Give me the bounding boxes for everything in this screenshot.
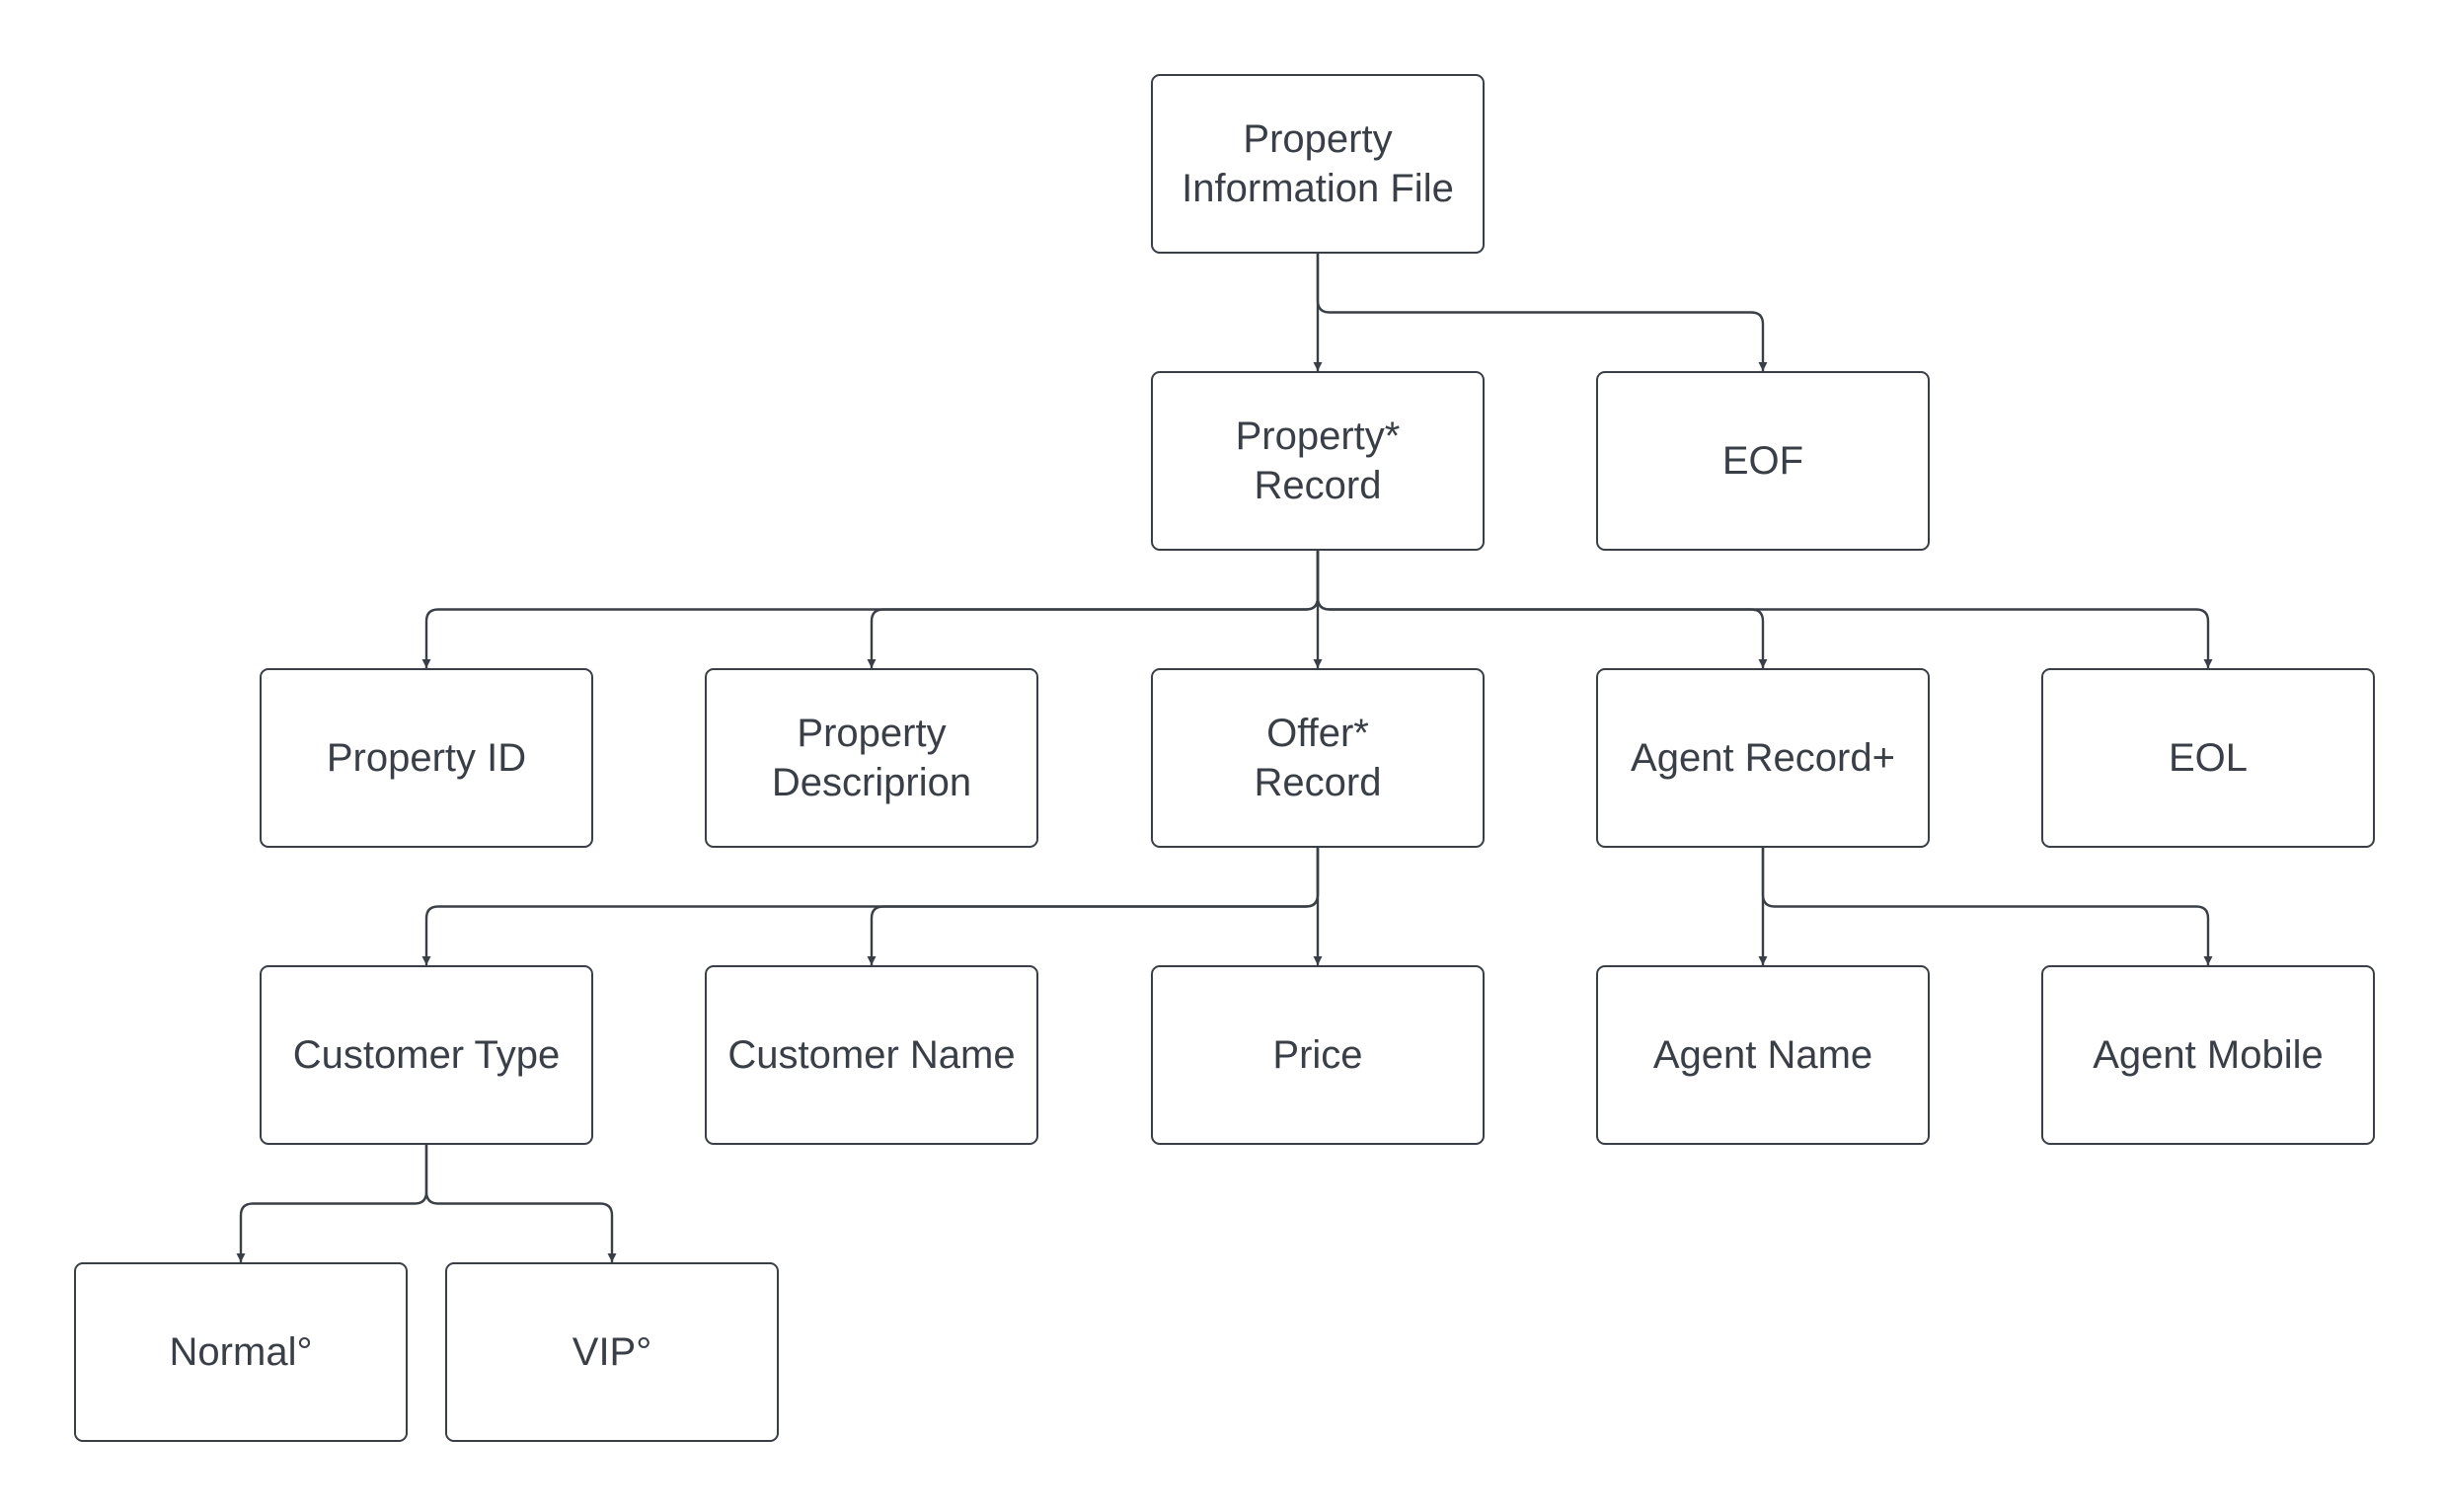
connector-customer-type-to-vip	[424, 1145, 617, 1262]
node-normal[interactable]: Normal°	[74, 1262, 408, 1442]
node-agent-record[interactable]: Agent Record+	[1596, 668, 1930, 848]
connector-offer-record-to-customer-name	[867, 848, 1320, 965]
node-price[interactable]: Price	[1151, 965, 1485, 1145]
node-property-record[interactable]: Property* Record	[1151, 371, 1485, 551]
node-eof[interactable]: EOF	[1596, 371, 1930, 551]
node-agent-mobile[interactable]: Agent Mobile	[2041, 965, 2375, 1145]
node-property-id[interactable]: Property ID	[260, 668, 593, 848]
node-property-information-file[interactable]: Property Information File	[1151, 74, 1485, 254]
node-customer-type[interactable]: Customer Type	[260, 965, 593, 1145]
connector-property-record-to-property-description	[867, 551, 1320, 668]
node-customer-name[interactable]: Customer Name	[705, 965, 1038, 1145]
connector-property-record-to-eol	[1316, 551, 2213, 668]
node-eol[interactable]: EOL	[2041, 668, 2375, 848]
connector-customer-type-to-normal	[236, 1145, 428, 1262]
node-offer-record[interactable]: Offer* Record	[1151, 668, 1485, 848]
node-agent-name[interactable]: Agent Name	[1596, 965, 1930, 1145]
node-vip[interactable]: VIP°	[445, 1262, 779, 1442]
connector-property-information-file-to-eof	[1316, 254, 1768, 371]
connector-agent-record-to-agent-mobile	[1761, 848, 2213, 965]
node-property-description[interactable]: Property Descriprion	[705, 668, 1038, 848]
